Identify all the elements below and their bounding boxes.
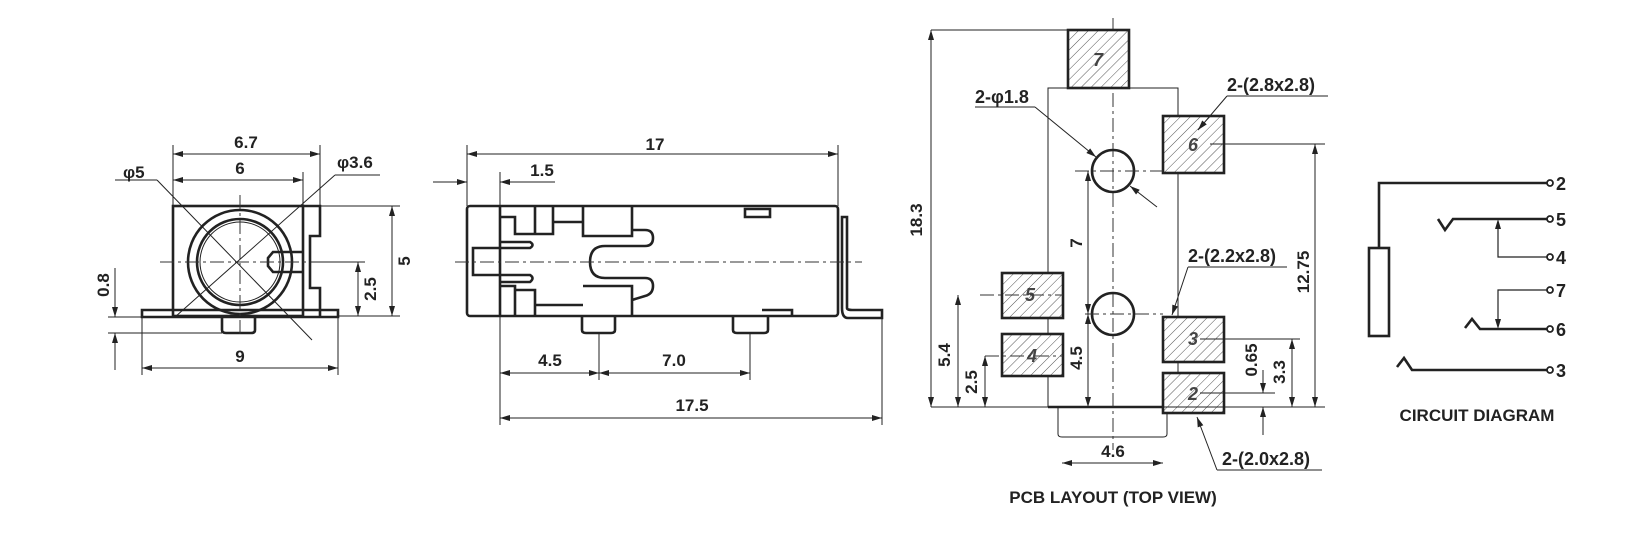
dim-phi3-6: φ3.6 <box>337 153 373 172</box>
dim-17-5: 17.5 <box>675 396 708 415</box>
dim-12-75: 12.75 <box>1294 251 1313 294</box>
pad-7: 7 <box>1093 50 1104 70</box>
pin-6: 6 <box>1556 320 1566 340</box>
pad-2: 2 <box>1187 384 1198 404</box>
dim-4-6: 4.6 <box>1101 442 1125 461</box>
note-holes: 2-φ1.8 <box>975 87 1029 107</box>
dim-0-65: 0.65 <box>1242 343 1261 376</box>
dim-9: 9 <box>235 347 244 366</box>
pin-7: 7 <box>1556 281 1566 301</box>
note-pad-2-2x2-8: 2-(2.2x2.8) <box>1188 246 1276 266</box>
pin-4: 4 <box>1556 248 1566 268</box>
dim-6: 6 <box>235 159 244 178</box>
dim-0-8: 0.8 <box>94 273 113 297</box>
dim-17: 17 <box>646 135 665 154</box>
note-pad-2-0x2-8: 2-(2.0x2.8) <box>1222 449 1310 469</box>
dim-1-5: 1.5 <box>530 161 554 180</box>
note-pad-2-8x2-8: 2-(2.8x2.8) <box>1227 75 1315 95</box>
circuit-diagram <box>1367 179 1554 374</box>
pad-6: 6 <box>1188 135 1199 155</box>
circuit-pin-labels: 2 5 4 7 6 3 CIRCUIT DIAGRAM <box>1400 174 1566 425</box>
dim-18-3: 18.3 <box>907 203 926 236</box>
pad-4: 4 <box>1026 346 1037 366</box>
dim-4-5: 4.5 <box>538 351 562 370</box>
dim-3-3: 3.3 <box>1270 360 1289 384</box>
dim-phi5: φ5 <box>123 163 145 182</box>
pcb-layout-title: PCB LAYOUT (TOP VIEW) <box>1009 488 1217 507</box>
pcb-layout: 7 6 5 4 3 2 2-φ1.8 2-( <box>907 18 1328 507</box>
circuit-diagram-title: CIRCUIT DIAGRAM <box>1400 406 1555 425</box>
pad-3: 3 <box>1188 329 1198 349</box>
dim-2-5: 2.5 <box>361 277 380 301</box>
dim-6-7: 6.7 <box>234 133 258 152</box>
side-view: 17 1.5 4.5 7.0 17.5 <box>433 135 884 425</box>
dim-5: 5 <box>395 256 414 265</box>
pin-3: 3 <box>1556 361 1566 381</box>
dim-7-0: 7.0 <box>662 351 686 370</box>
dim-5-4: 5.4 <box>935 343 954 367</box>
front-view: 6.7 6 φ5 φ3.6 5 2.5 0.8 9 <box>94 133 414 375</box>
dim-7-holes: 7 <box>1067 238 1086 247</box>
dim-4-5-pcb: 4.5 <box>1067 346 1086 370</box>
pin-5: 5 <box>1556 210 1566 230</box>
dim-2-5-pcb: 2.5 <box>962 370 981 394</box>
pin-2: 2 <box>1556 174 1566 194</box>
